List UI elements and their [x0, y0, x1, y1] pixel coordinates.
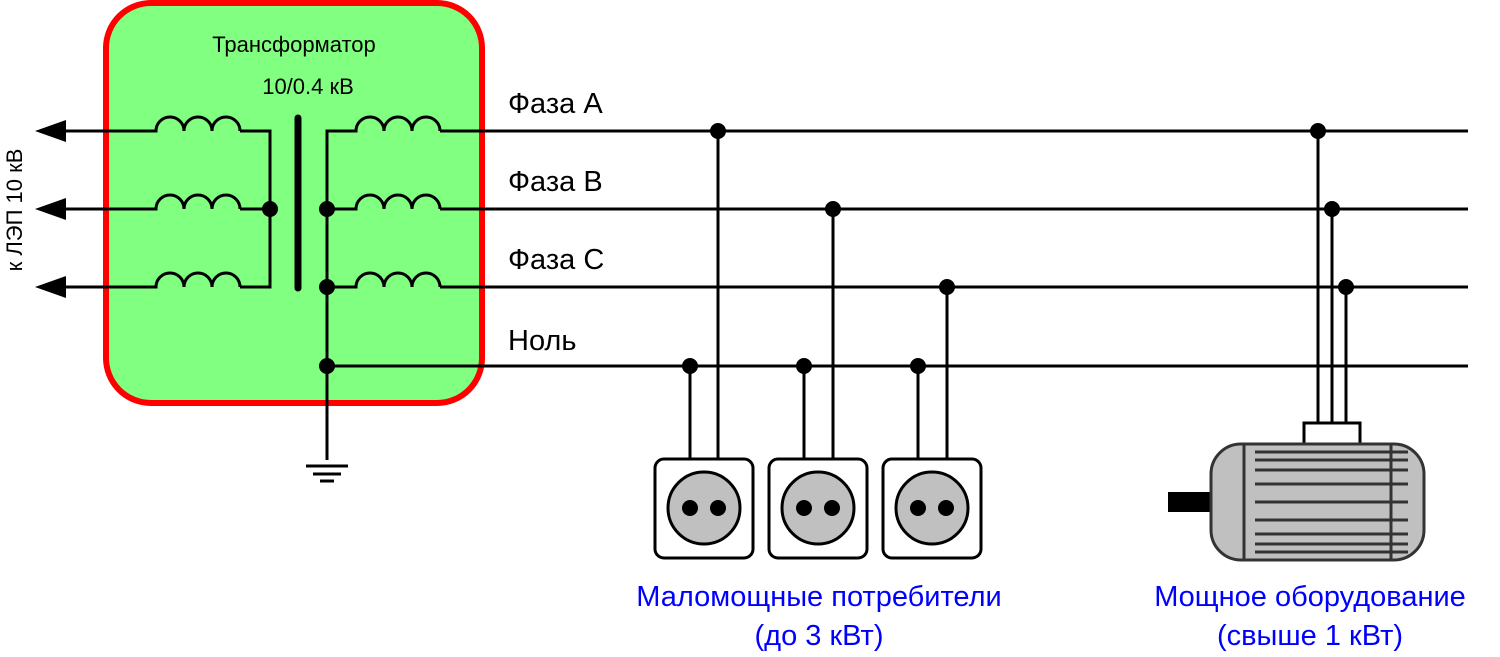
low-power-label-line1: Маломощные потребители	[636, 581, 1001, 613]
bus-label-phase-b: Фаза B	[508, 166, 603, 198]
transformer-rating: 10/0.4 кВ	[262, 74, 354, 99]
low-power-label-line2: (до 3 кВт)	[755, 620, 884, 652]
bus-label-phase-a: Фаза A	[508, 88, 603, 120]
secondary-windings	[319, 115, 442, 460]
arrow-left-icon	[35, 276, 66, 298]
motor-taps	[1310, 123, 1354, 424]
hv-arrows	[35, 120, 66, 298]
hv-lines	[60, 129, 155, 289]
socket-icon	[653, 457, 755, 560]
bus-label-phase-c: Фаза C	[508, 244, 604, 276]
transformer-box	[103, 0, 485, 406]
bus-label-neutral: Ноль	[508, 325, 576, 357]
hv-line-label: к ЛЭП 10 кВ	[2, 149, 27, 272]
transformer-title: Трансформатор	[212, 32, 376, 57]
bus-lines	[327, 129, 1468, 368]
ground-icon	[306, 464, 348, 483]
motor-icon	[1168, 421, 1426, 562]
arrow-left-icon	[35, 120, 66, 142]
arrow-left-icon	[35, 198, 66, 220]
socket-icon	[881, 457, 983, 560]
primary-windings	[140, 115, 278, 289]
socket-taps	[682, 123, 955, 460]
high-power-label-line1: Мощное оборудование	[1154, 581, 1466, 613]
high-power-label-line2: (свыше 1 кВт)	[1217, 620, 1403, 652]
socket-icon	[767, 457, 869, 560]
